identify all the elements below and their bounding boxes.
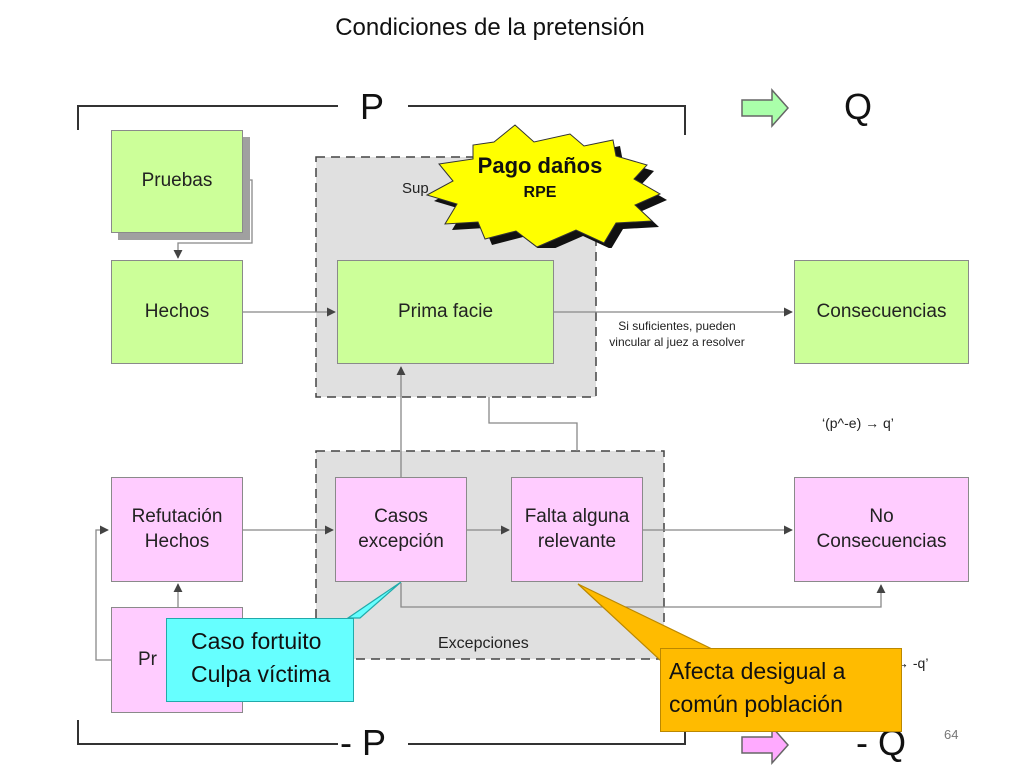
formula-not-q: → -q’ [895,655,929,671]
slide-title: Condiciones de la pretensión [335,14,645,41]
pago-danos-star [425,124,667,248]
not-p-label: - P [340,722,387,763]
refutacion-hechos-box: Refutación Hechos [111,477,243,582]
no-consecuencias-box: No Consecuencias [794,477,969,582]
excepciones-label: Excepciones [438,635,529,652]
p-bracket [77,105,338,130]
implies-arrow-bottom [741,725,790,765]
q-bracket-top [408,105,686,135]
pago-danos-subtitle: RPE [523,184,557,201]
supuestos-label: Sup [402,180,429,197]
consecuencias-box: Consecuencias [794,260,969,364]
q-label: Q [844,86,873,127]
page-number: 64 [944,727,959,742]
hechos-box: Hechos [111,260,243,364]
formula-q: ‘(p^-e) → q’ [822,415,894,431]
pruebas-box: Pruebas [111,130,243,233]
prima-facie-box: Prima facie [337,260,554,364]
implies-arrow-top [741,88,790,128]
not-q-bracket-bottom [408,720,686,745]
caso-fortuito-callout: Caso fortuito Culpa víctima [166,618,354,702]
not-p-bracket [77,720,338,745]
suficientes-note: Si suficientes, pueden vincular al juez … [609,319,745,350]
falta-alguna-box: Falta alguna relevante [511,477,643,582]
casos-excepcion-box: Casos excepción [335,477,467,582]
caso-fortuito-pointer [346,581,402,619]
afecta-desigual-callout: Afecta desigual a común población [660,648,902,732]
pago-danos-title: Pago daños [477,153,603,178]
p-label: P [360,86,385,127]
